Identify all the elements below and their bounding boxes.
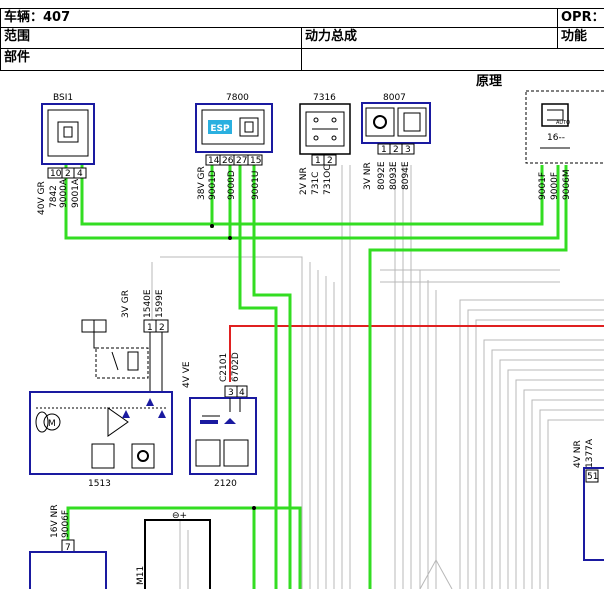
c2120-id: 2120 [214, 479, 237, 489]
c7316-wire-731c: 731C [311, 172, 321, 195]
bsi1-pin-2: 2 [65, 169, 71, 179]
junction-dots [210, 224, 256, 510]
c2120-wire-c2101: C2101 [219, 353, 229, 382]
c2120-unit: 4V VE C2101 6702D 3 4 2120 [182, 352, 257, 489]
c7316-pin-1: 1 [315, 156, 321, 166]
bottom-left-wire: 9006F [61, 510, 71, 538]
header-table: 车辆：407 OPR： 范围 动力总成 功能 部件 [0, 0, 604, 72]
esp-badge: ESP [210, 124, 230, 134]
green-can-wires [64, 165, 568, 589]
bsi1-wire-9001a: 9001A [71, 178, 81, 208]
part-value-cell [301, 48, 604, 71]
c1513-pin-2: 2 [159, 323, 165, 333]
ground-m11: ⊖+ M11 [136, 511, 211, 589]
c16-wire-9000f: 9000F [550, 172, 560, 200]
c8007-wire-8092e: 8092E [377, 161, 387, 190]
c1513-pin-1: 1 [147, 323, 153, 333]
c8007-pin-2: 2 [393, 145, 399, 155]
c1513-unit: 1 2 3V GR 1540E 1599E M 1513 [29, 289, 173, 489]
bsi1-connector: BSI1 10 2 4 40V GR 7842 9000A 9001A [37, 93, 95, 215]
esp-pin-26: 26 [222, 156, 234, 166]
right-bundle: 4V NR [573, 440, 583, 468]
c16-wire-9006m: 9006M [562, 169, 572, 200]
esp-wire-9001d: 9001D [208, 170, 218, 200]
c1513-wire-1599e: 1599E [155, 289, 165, 318]
c7316-bundle: 2V NR [299, 167, 309, 195]
c2120-pin-4: 4 [239, 388, 245, 398]
c8007-pin-1: 1 [381, 145, 387, 155]
right-connector: 4V NR 1377A 51 [573, 438, 604, 561]
esp-wire-9001u: 9001U [251, 171, 261, 201]
esp-pin-15: 15 [250, 156, 261, 166]
bsi1-pin-4: 4 [77, 169, 83, 179]
esp-pin-27: 27 [236, 156, 247, 166]
c7316-id: 7316 [313, 93, 336, 103]
c2120-bundle: 4V VE [182, 361, 192, 388]
ground-id: M11 [136, 566, 146, 585]
c2120-wire-6702d: 6702D [231, 352, 241, 382]
bsi1-bundle: 40V GR [37, 181, 47, 215]
c8007-connector: 8007 1 2 3 3V NR 8092E 8093E 8094E [361, 93, 431, 190]
c7316-pin-2: 2 [327, 156, 333, 166]
c8007-pin-3: 3 [405, 145, 411, 155]
bottom-left-bundle: 16V NR [50, 505, 60, 538]
bsi1-id: BSI1 [53, 93, 73, 103]
esp-wire-9000d: 9000D [227, 170, 237, 200]
c7316-wire-731oc: 731OC [323, 164, 333, 195]
c8007-wire-8093e: 8093E [389, 161, 399, 190]
c1513-wire-1540e: 1540E [143, 289, 153, 318]
c16-connector: AUTO 16-- 9001F 9000F 9006M [525, 90, 604, 200]
bsi1-wire-7842: 7842 [49, 185, 59, 208]
esp-7800-connector: 7800 ESP 14 26 27 15 38V GR 9001D 9000D … [195, 93, 273, 201]
esp-bundle: 38V GR [197, 166, 207, 200]
bottom-left-connector: 16V NR 9006F 7 [29, 505, 107, 589]
ground-polarity: ⊖+ [172, 511, 187, 521]
bsi1-pin-10: 10 [50, 169, 62, 179]
c8007-wire-8094e: 8094E [401, 161, 411, 190]
bsi1-wire-9000a: 9000A [59, 178, 69, 208]
svg-text:M: M [48, 419, 56, 429]
c16-id: 16-- [547, 133, 565, 143]
red-wire [229, 325, 604, 382]
c16-icon-text: AUTO [556, 120, 570, 126]
c1513-id: 1513 [88, 479, 111, 489]
esp-id: 7800 [226, 93, 249, 103]
esp-pin-14: 14 [208, 156, 220, 166]
c8007-id: 8007 [383, 93, 406, 103]
c1513-bundle: 3V GR [121, 290, 131, 318]
c16-wire-9001f: 9001F [538, 172, 548, 200]
grey-wire-bundle [151, 165, 604, 589]
c8007-bundle: 3V NR [363, 162, 373, 190]
right-pin: 51 [587, 472, 598, 482]
right-wire: 1377A [585, 438, 595, 468]
bottom-left-pin: 7 [65, 543, 71, 553]
diagram-type-label: 原理 [476, 74, 502, 89]
c2120-pin-3: 3 [228, 388, 234, 398]
c7316-connector: 7316 1 2 2V NR 731C 731OC [299, 93, 351, 195]
